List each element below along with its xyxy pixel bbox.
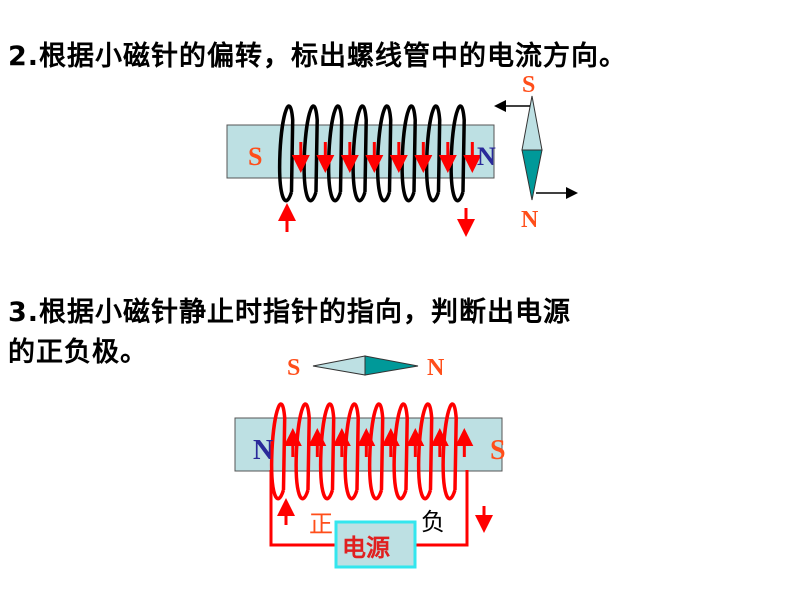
coil-turn (326, 104, 344, 203)
pole-left-q3: N (253, 435, 273, 466)
needle-label-right: N (427, 355, 445, 381)
solenoid-q2: S N (226, 104, 496, 237)
compass-needle-q3: S N (287, 355, 445, 381)
pole-right-q3: S (490, 435, 506, 466)
coil-turn (302, 104, 319, 203)
pole-right-q2: N (477, 142, 496, 171)
coil-turn (441, 402, 458, 501)
solenoid-q3: N S (234, 402, 506, 501)
coil-turn (416, 402, 434, 501)
wire-right (415, 470, 469, 547)
positive-terminal-label: 正 (309, 510, 333, 538)
question-3-text-line1: 3.根据小磁针静止时指针的指向，判断出电源 (8, 297, 572, 328)
coil-turn (449, 104, 466, 203)
needle-south-half (521, 95, 543, 151)
needle-north-half (364, 355, 419, 376)
needle-north-half (521, 149, 543, 201)
circuit-q3: 电源 正 负 (269, 470, 493, 569)
coil-turn (367, 402, 385, 501)
power-source-label: 电源 (342, 534, 390, 562)
coil-turn (392, 402, 409, 501)
wire-left (269, 470, 336, 547)
coil-turn (375, 104, 393, 203)
power-source-box (334, 520, 417, 569)
coil-turn (343, 402, 360, 501)
pole-left-q2: S (248, 142, 262, 171)
current-arrows-q3 (283, 428, 474, 457)
needle-label-top: S (522, 72, 535, 98)
needle-south-half (312, 355, 366, 376)
negative-terminal-label: 负 (421, 508, 445, 536)
current-arrows-q2 (291, 142, 482, 173)
coil-q2 (277, 104, 466, 203)
coil-turn (294, 402, 311, 501)
coil-turn (424, 104, 442, 203)
coil-turn (400, 104, 417, 203)
coil-turn (277, 104, 295, 203)
question-2-text: 2.根据小磁针的偏转，标出螺线管中的电流方向。 (8, 41, 628, 72)
compass-needle-q2: S N (494, 72, 578, 233)
coil-turn (351, 104, 368, 203)
needle-label-bottom: N (521, 207, 539, 233)
needle-label-left: S (287, 355, 300, 381)
question-3-text-line2: 的正负极。 (8, 337, 148, 368)
coil-turn (318, 402, 336, 501)
coil-q3 (269, 402, 458, 501)
